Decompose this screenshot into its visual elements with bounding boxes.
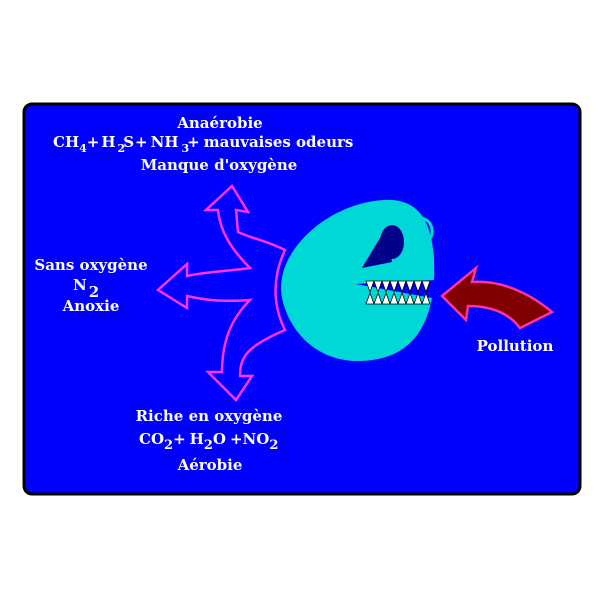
- creature-teeth-bottom: [365, 291, 431, 306]
- label-aerobie: Aérobie: [177, 456, 243, 474]
- label-riche-oxygene: Riche en oxygène: [136, 407, 283, 425]
- creature-teeth-top: [365, 279, 431, 294]
- pacman-monster-icon: [281, 199, 435, 362]
- label-manque-oxygene: Manque d'oxygène: [141, 156, 298, 174]
- curved-arrow-left-icon: [440, 264, 555, 330]
- creature-brow: [362, 228, 392, 268]
- label-anoxie: Anoxie: [62, 297, 120, 315]
- branch-arrows-icon: [155, 184, 287, 402]
- label-sans-oxygene: Sans oxygène: [34, 256, 147, 274]
- label-pollution: Pollution: [477, 337, 554, 355]
- formula-aerobie: CO2+H2O+NO2: [139, 430, 278, 453]
- creature-ear: [402, 216, 434, 246]
- label-anaerobie: Anaérobie: [176, 114, 262, 132]
